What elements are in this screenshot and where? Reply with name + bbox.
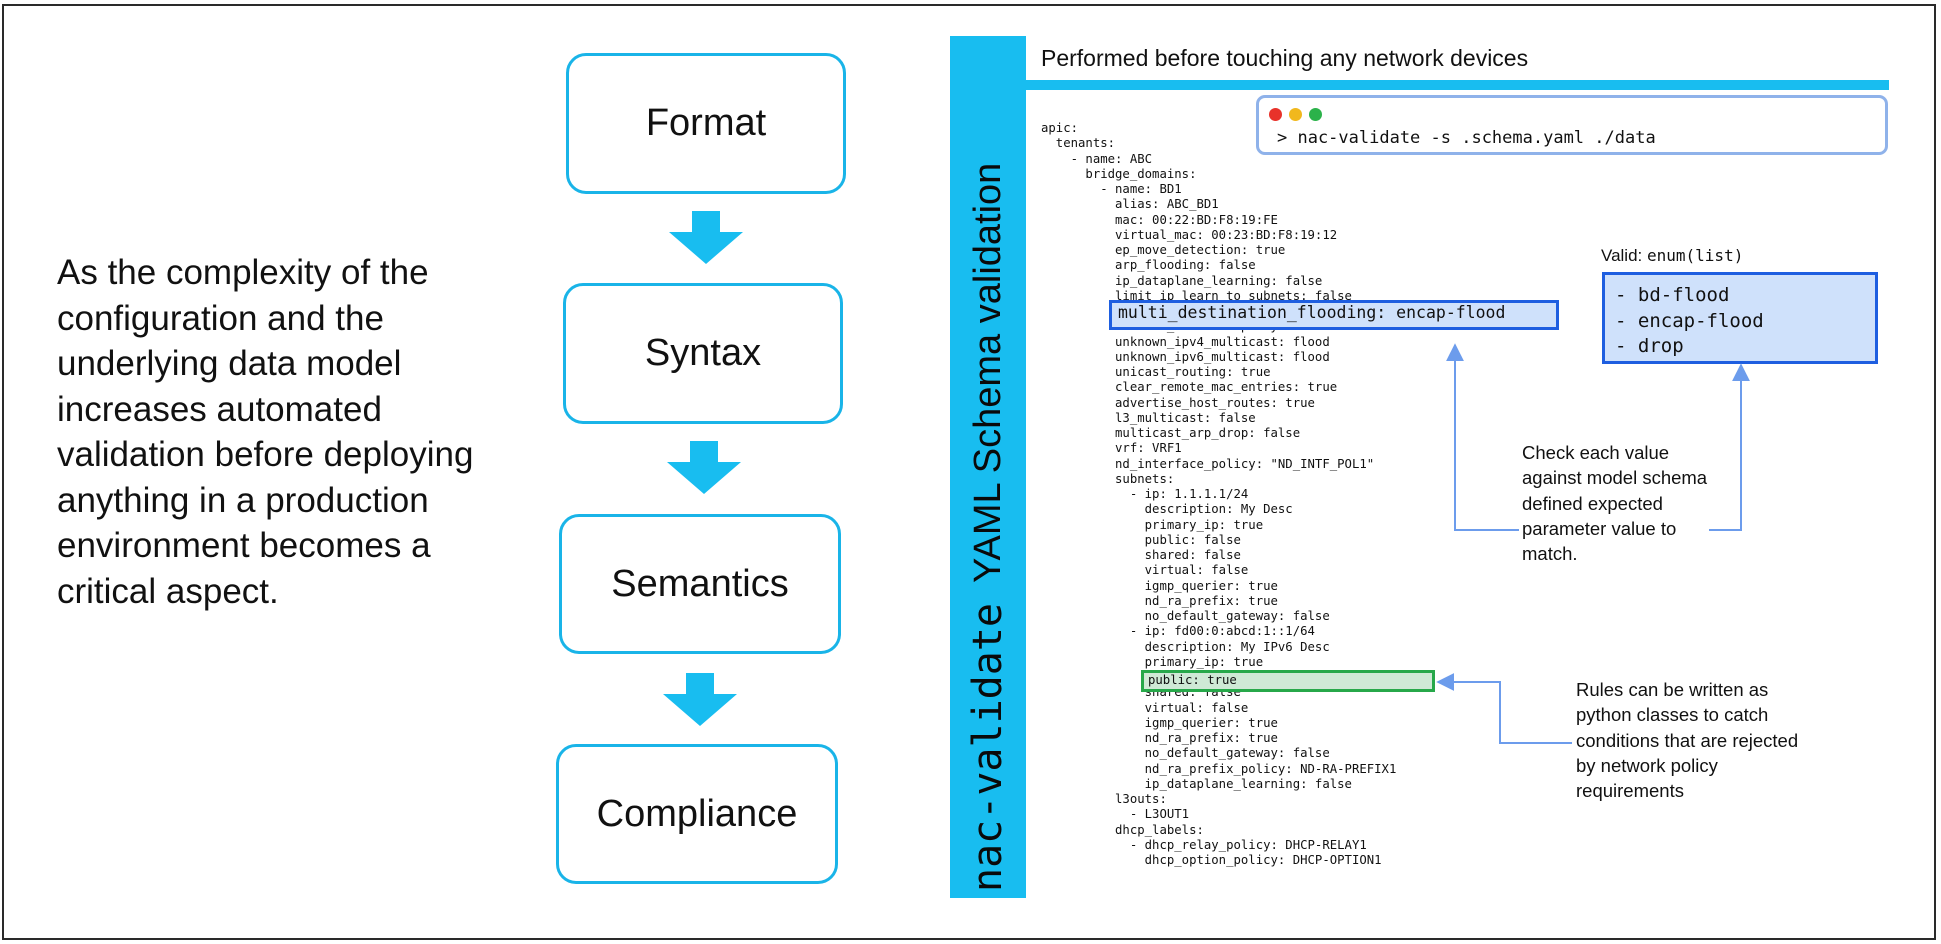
intro-text: As the complexity of the configuration a… [57,253,474,611]
arrow-to-green [1436,673,1572,744]
arrow-to-enum [1709,363,1750,531]
step-compliance: Compliance [556,744,838,884]
down-arrow-icon [667,441,741,494]
step-syntax: Syntax [563,283,843,424]
slide-frame [2,4,1936,940]
close-dot-icon [1269,108,1282,121]
step-format: Format [566,53,846,194]
arrow-to-highlight [1446,343,1519,531]
note-schema-check: Check each value against model schema de… [1522,442,1708,565]
minimize-dot-icon [1289,108,1302,121]
enum-label: Valid: enum(list) [1601,246,1744,265]
yaml-block-top: apic: tenants: - name: ABC bridge_domain… [1041,121,1352,303]
note-python-rules: Rules can be written as python classes t… [1576,679,1799,802]
maximize-dot-icon [1309,108,1322,121]
highlight-value: multi_destination_flooding: encap-flood [1118,303,1506,322]
green-value: public: true [1148,673,1237,687]
enum-values-box: - bd-flood - encap-flood - drop [1602,272,1878,364]
top-label: Performed before touching any network de… [1041,45,1529,71]
highlight-box-green [1141,670,1435,692]
yaml-block-bottom: shared: false virtual: false igmp_querie… [1115,685,1397,867]
top-rule [1026,80,1889,90]
down-arrow-icon [669,211,743,264]
terminal-command: > nac-validate -s .schema.yaml ./data [1277,128,1656,148]
terminal-window: > nac-validate -s .schema.yaml ./data [1256,95,1888,155]
highlight-box-blue [1109,300,1559,330]
step-semantics: Semantics [559,514,841,654]
down-arrow-icon [663,673,737,726]
side-title-bar [950,36,1026,898]
